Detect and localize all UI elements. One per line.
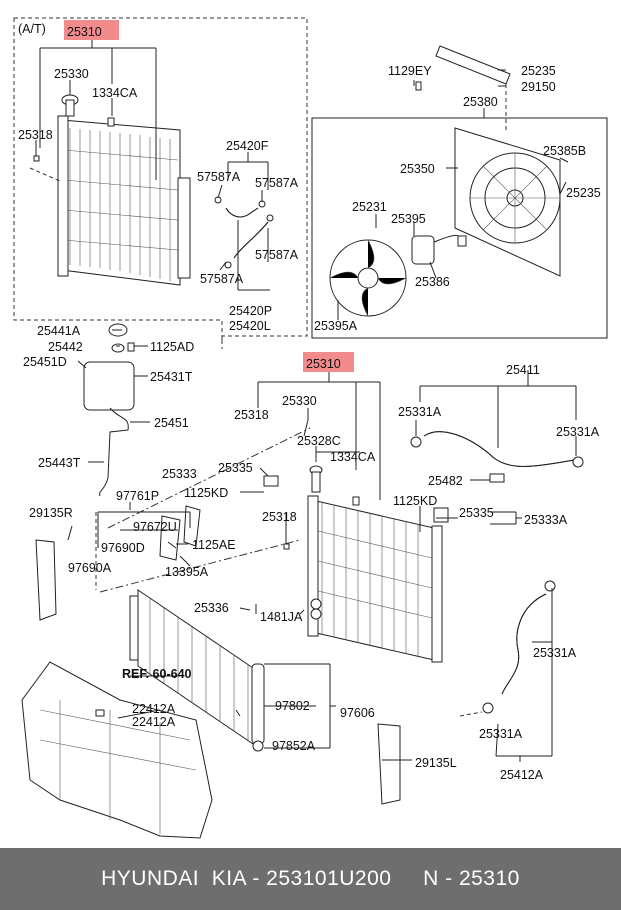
footer-brand: HYUNDAI KIA bbox=[101, 867, 246, 890]
fan-bracket-illustration bbox=[415, 45, 511, 130]
label-1125ae: 1125AE bbox=[192, 538, 236, 552]
label-57587a-3: 57587A bbox=[200, 272, 244, 286]
label-25333: 25333 bbox=[162, 467, 197, 481]
label-97606: 97606 bbox=[340, 706, 375, 720]
label-25420l: 25420L bbox=[229, 319, 271, 333]
label-13395a: 13395A bbox=[165, 565, 209, 579]
footer-part-number: 253101U200 bbox=[266, 867, 392, 890]
leader-lines bbox=[35, 40, 577, 762]
label-25318-top: 25318 bbox=[18, 128, 53, 142]
label-25386: 25386 bbox=[415, 275, 450, 289]
callout-labels: 25310 25330 1334CA 25318 25420F 57587A 5… bbox=[18, 25, 601, 782]
highlight-25310-mid bbox=[303, 352, 354, 372]
air-guard-right-illustration bbox=[35, 539, 57, 621]
label-25420f: 25420F bbox=[226, 139, 269, 153]
label-25451d: 25451D bbox=[23, 355, 67, 369]
label-1334ca-top: 1334CA bbox=[92, 86, 138, 100]
ref-line-1 bbox=[107, 427, 311, 529]
label-22412a-2: 22412A bbox=[132, 715, 176, 729]
label-25482: 25482 bbox=[428, 474, 463, 488]
label-22412a-1: 22412A bbox=[132, 702, 176, 716]
label-57587a-2: 57587A bbox=[255, 176, 299, 190]
label-25335-mid: 25335 bbox=[218, 461, 253, 475]
footer-sep2: N - bbox=[391, 867, 459, 890]
label-25331a-1: 25331A bbox=[398, 405, 442, 419]
label-29150: 29150 bbox=[521, 80, 556, 94]
fan-motor-illustration bbox=[411, 235, 467, 265]
label-29135r: 29135R bbox=[29, 506, 73, 520]
label-57587a-4: 57587A bbox=[255, 248, 299, 262]
label-25395: 25395 bbox=[391, 212, 426, 226]
label-97690a: 97690A bbox=[68, 561, 112, 575]
at-label: (A/T) bbox=[18, 22, 46, 36]
lower-hose-illustration bbox=[459, 580, 556, 717]
label-25231: 25231 bbox=[352, 200, 387, 214]
label-29135l: 29135L bbox=[415, 756, 457, 770]
ref-line-2 bbox=[99, 539, 301, 593]
label-1481ja: 1481JA bbox=[260, 610, 303, 624]
label-97761p: 97761P bbox=[116, 489, 159, 503]
label-25443t: 25443T bbox=[38, 456, 81, 470]
label-97672u: 97672U bbox=[133, 520, 177, 534]
label-25441a: 25441A bbox=[37, 324, 81, 338]
label-25328c: 25328C bbox=[297, 434, 341, 448]
front-end-module-illustration bbox=[21, 661, 213, 839]
part-number-footer: HYUNDAI KIA - 253101U200 N - 25310 bbox=[0, 848, 621, 910]
label-97690d: 97690D bbox=[101, 541, 145, 555]
label-25330-top: 25330 bbox=[54, 67, 89, 81]
highlight-25310-top bbox=[64, 20, 119, 40]
radiator-main-illustration bbox=[283, 465, 443, 663]
label-25451: 25451 bbox=[154, 416, 189, 430]
label-ref: REF. 60-640 bbox=[122, 667, 192, 681]
label-25330-mid: 25330 bbox=[282, 394, 317, 408]
label-25411: 25411 bbox=[506, 363, 540, 377]
condenser-illustration bbox=[129, 589, 265, 752]
label-25442: 25442 bbox=[48, 340, 83, 354]
label-25310-mid: 25310 bbox=[306, 357, 341, 371]
label-25395a: 25395A bbox=[314, 319, 358, 333]
fan-shroud-illustration bbox=[454, 127, 561, 277]
upper-hose-illustration bbox=[410, 431, 584, 483]
label-25336: 25336 bbox=[194, 601, 229, 615]
label-25412a: 25412A bbox=[500, 768, 544, 782]
label-1125kd-mid: 1125KD bbox=[184, 486, 228, 500]
label-25385b: 25385B bbox=[543, 144, 586, 158]
reservoir-illustration bbox=[83, 323, 135, 497]
label-25235-2: 25235 bbox=[566, 186, 601, 200]
air-guard-left-illustration bbox=[377, 723, 401, 805]
label-97852a: 97852A bbox=[272, 739, 316, 753]
parts-diagram: (A/T) bbox=[13, 17, 608, 839]
label-1334ca-mid: 1334CA bbox=[330, 450, 376, 464]
radiator-top-illustration bbox=[29, 94, 191, 286]
label-1125ad: 1125AD bbox=[150, 340, 194, 354]
label-25350: 25350 bbox=[400, 162, 435, 176]
label-25335-right: 25335 bbox=[459, 506, 494, 520]
label-25420p: 25420P bbox=[229, 304, 272, 318]
footer-ref-number: 25310 bbox=[458, 867, 520, 890]
label-97802: 97802 bbox=[275, 699, 310, 713]
side-bracket-illustration bbox=[95, 505, 201, 590]
label-25333a: 25333A bbox=[524, 513, 568, 527]
label-25235-1: 25235 bbox=[521, 64, 556, 78]
fan-blade-illustration bbox=[329, 239, 407, 317]
label-25380: 25380 bbox=[463, 95, 498, 109]
label-57587a-1: 57587A bbox=[197, 170, 241, 184]
label-25331a-3: 25331A bbox=[533, 646, 577, 660]
label-1129ey: 1129EY bbox=[388, 64, 432, 78]
fan-assembly-frame bbox=[311, 117, 608, 339]
label-25331a-2: 25331A bbox=[556, 425, 600, 439]
label-25431t: 25431T bbox=[150, 370, 193, 384]
footer-sep1: - bbox=[246, 867, 267, 890]
label-1125kd-right: 1125KD bbox=[393, 494, 437, 508]
label-25331a-4: 25331A bbox=[479, 727, 523, 741]
label-25310-top: 25310 bbox=[67, 25, 102, 39]
label-25318-mid-b: 25318 bbox=[262, 510, 297, 524]
label-25318-mid-a: 25318 bbox=[234, 408, 269, 422]
